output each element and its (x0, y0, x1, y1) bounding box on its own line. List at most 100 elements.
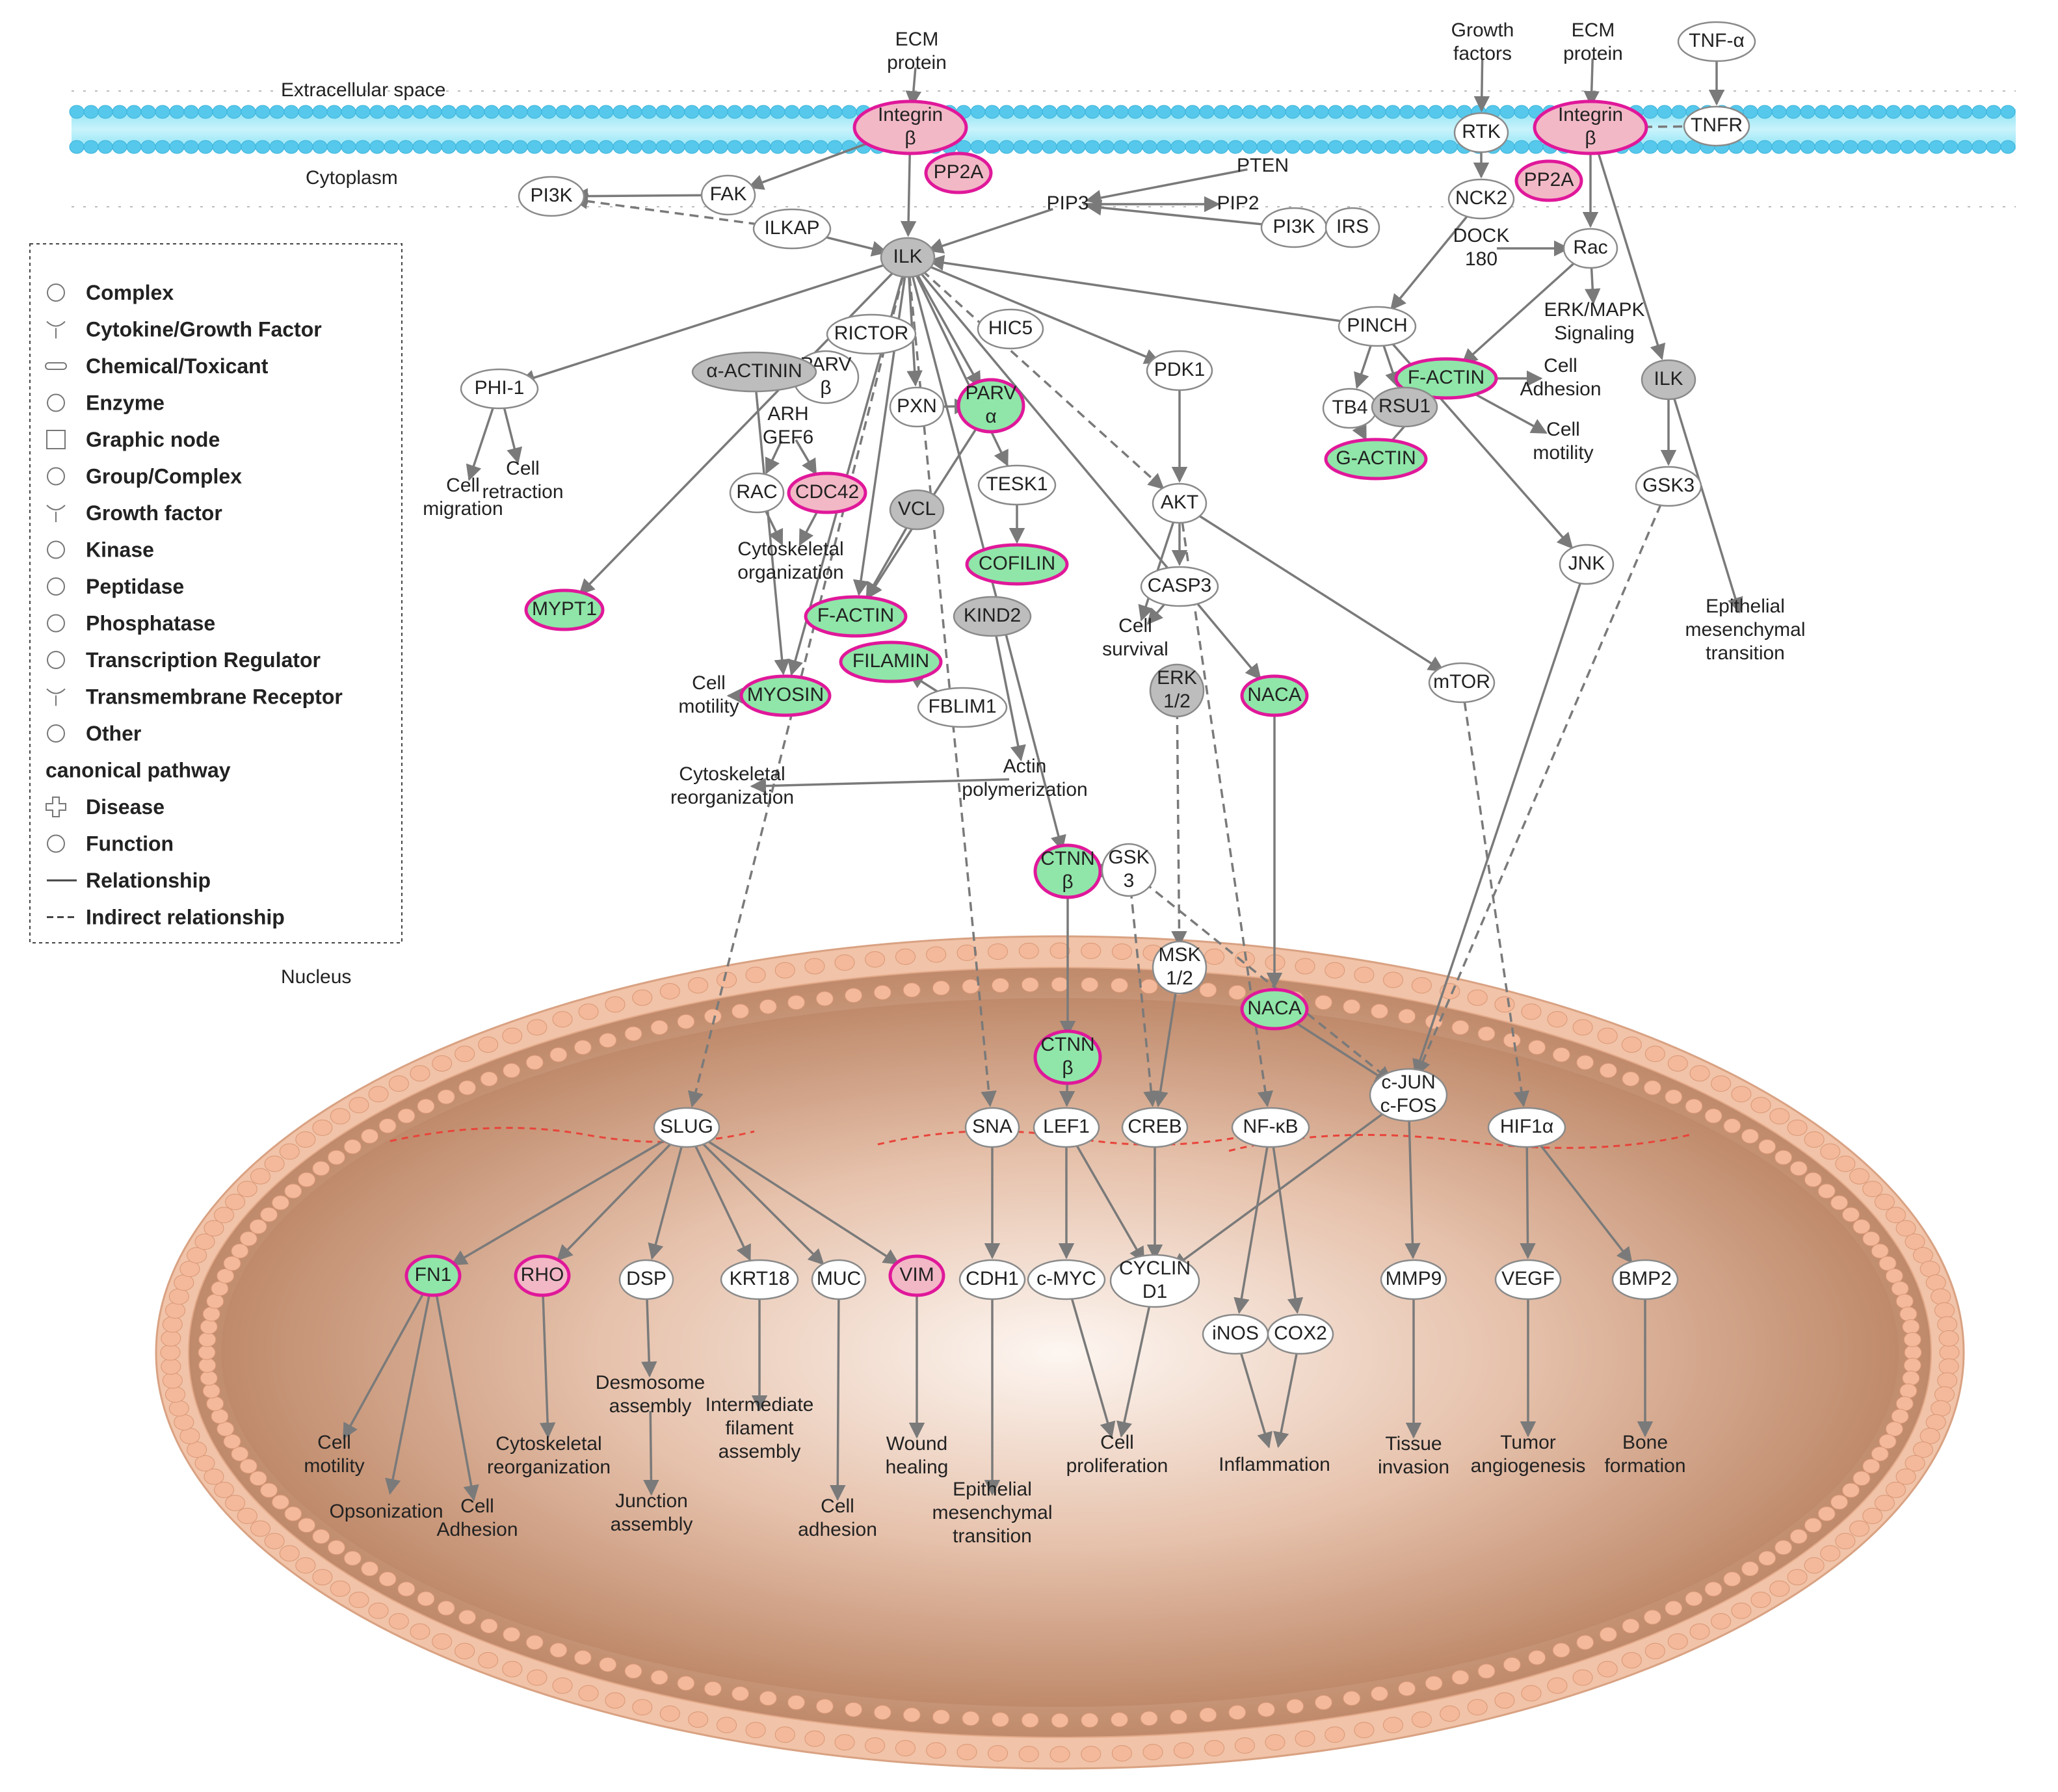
node-pinch[interactable]: PINCH (1338, 306, 1417, 347)
node-mtor[interactable]: mTOR (1428, 662, 1496, 704)
node-pi3k2[interactable]: PI3K (1260, 207, 1328, 248)
node-irs[interactable]: IRS (1325, 207, 1380, 248)
node-rsu1[interactable]: RSU1 (1371, 386, 1438, 428)
node-rac1[interactable]: Rac (1563, 228, 1618, 269)
node-bmp2[interactable]: BMP2 (1611, 1259, 1679, 1300)
node-inos[interactable]: iNOS (1202, 1313, 1269, 1355)
node-inflam[interactable]: Inflammation (1219, 1454, 1330, 1475)
node-pdk1[interactable]: PDK1 (1146, 350, 1213, 391)
node-rtk[interactable]: RTK (1453, 112, 1509, 153)
node-cmyc[interactable]: c-MYC (1027, 1259, 1106, 1300)
node-vegf[interactable]: VEGF (1494, 1259, 1562, 1300)
node-krt18[interactable]: KRT18 (720, 1259, 799, 1300)
node-kind2[interactable]: KIND2 (953, 596, 1032, 637)
node-phi1[interactable]: PHI-1 (460, 368, 539, 410)
node-rictor[interactable]: RICTOR (826, 313, 917, 355)
node-naca1[interactable]: NACA (1240, 674, 1309, 717)
node-factin2[interactable]: F-ACTIN (1394, 357, 1498, 400)
node-lef1[interactable]: LEF1 (1033, 1107, 1100, 1148)
node-ilk[interactable]: ILK (880, 237, 936, 278)
node-akt[interactable]: AKT (1152, 482, 1207, 524)
node-sna[interactable]: SNA (964, 1107, 1020, 1148)
node-actinin[interactable]: α-ACTININ (691, 351, 817, 393)
node-muc[interactable]: MUC (811, 1259, 867, 1300)
node-nfkb[interactable]: NF-κB (1231, 1107, 1310, 1148)
node-pp2a1[interactable]: PP2A (924, 152, 993, 194)
node-hic5[interactable]: HIC5 (977, 308, 1044, 350)
node-gsk3r[interactable]: GSK3 (1635, 466, 1702, 507)
node-fn1[interactable]: FN1 (404, 1254, 462, 1297)
node-fblim1[interactable]: FBLIM1 (917, 687, 1008, 728)
node-naca2[interactable]: NACA (1240, 988, 1309, 1031)
node-hif1a[interactable]: HIF1α (1487, 1107, 1566, 1148)
node-tb4[interactable]: TB4 (1322, 388, 1378, 429)
node-ilk2[interactable]: ILK (1641, 359, 1696, 401)
node-myosin[interactable]: MYOSIN (739, 674, 832, 717)
node-casp3[interactable]: CASP3 (1140, 566, 1219, 607)
node-dsp[interactable]: DSP (618, 1259, 674, 1300)
node-rho[interactable]: RHO (514, 1254, 571, 1297)
node-tnfr[interactable]: TNFR (1683, 105, 1750, 147)
node-cdc42[interactable]: CDC42 (787, 471, 867, 514)
node-cdh1[interactable]: CDH1 (958, 1259, 1026, 1300)
node-pi3k1[interactable]: PI3K (518, 176, 585, 217)
node-pxn[interactable]: PXN (889, 386, 945, 428)
node-factin1[interactable]: F-ACTIN (804, 595, 908, 638)
node-vim[interactable]: VIM (888, 1254, 945, 1297)
node-jnk[interactable]: JNK (1559, 544, 1615, 585)
node-pip3[interactable]: PIP3 (1046, 192, 1088, 214)
node-cofilin[interactable]: COFILIN (965, 543, 1069, 586)
node-fak[interactable]: FAK (700, 174, 756, 216)
node-tesk1[interactable]: TESK1 (977, 464, 1057, 506)
node-filamin[interactable]: FILAMIN (839, 640, 943, 683)
node-nck2[interactable]: NCK2 (1447, 178, 1515, 220)
node-mmp9[interactable]: MMP9 (1380, 1259, 1447, 1300)
node-pp2a2[interactable]: PP2A (1514, 159, 1583, 202)
node-vcl[interactable]: VCL (889, 489, 945, 531)
node-ilkap[interactable]: ILKAP (752, 208, 832, 250)
node-gsk3c[interactable]: GSK3 (1101, 843, 1157, 897)
node-mypt1[interactable]: MYPT1 (524, 588, 605, 631)
node-gactin[interactable]: G-ACTIN (1324, 438, 1428, 481)
node-pten[interactable]: PTEN (1237, 155, 1289, 176)
node-pip2[interactable]: PIP2 (1217, 192, 1259, 214)
node-tnfa[interactable]: TNF-α (1677, 21, 1756, 62)
node-cox2[interactable]: COX2 (1267, 1313, 1334, 1355)
node-rac2[interactable]: RAC (729, 472, 785, 514)
node-slug[interactable]: SLUG (653, 1107, 720, 1148)
